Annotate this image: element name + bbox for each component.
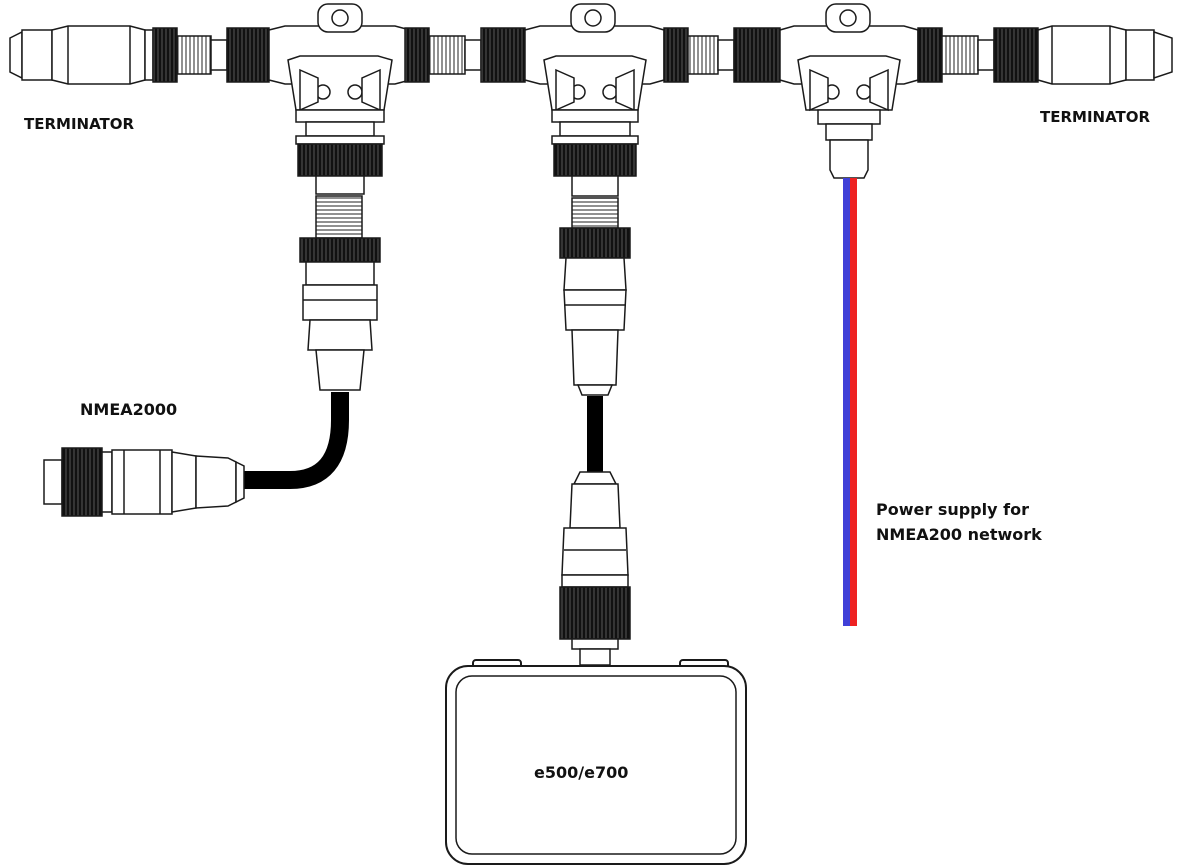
terminator-left-label: TERMINATOR <box>24 115 135 133</box>
t-connector-3-icon <box>733 3 919 179</box>
terminator-right-label: TERMINATOR <box>1040 108 1151 126</box>
terminator-left-icon <box>9 25 228 85</box>
drop-cable-1-icon <box>240 392 349 489</box>
gateway-device-icon <box>445 659 747 865</box>
t-connector-2-icon <box>480 3 735 396</box>
power-cable-icon <box>843 178 857 626</box>
device-connector-icon <box>559 471 631 666</box>
drop-cable-2-icon <box>587 396 603 472</box>
t-connector-1-icon <box>226 3 482 391</box>
power-supply-label-line2: NMEA200 network <box>876 525 1042 544</box>
power-supply-label: Power supply for NMEA200 network <box>876 497 1042 547</box>
nmea2000-label: NMEA2000 <box>80 400 178 419</box>
device-label: e500/e700 <box>534 763 629 782</box>
nmea2000-connector-icon <box>43 447 245 517</box>
terminator-right-icon <box>917 25 1173 85</box>
power-supply-label-line1: Power supply for <box>876 500 1029 519</box>
